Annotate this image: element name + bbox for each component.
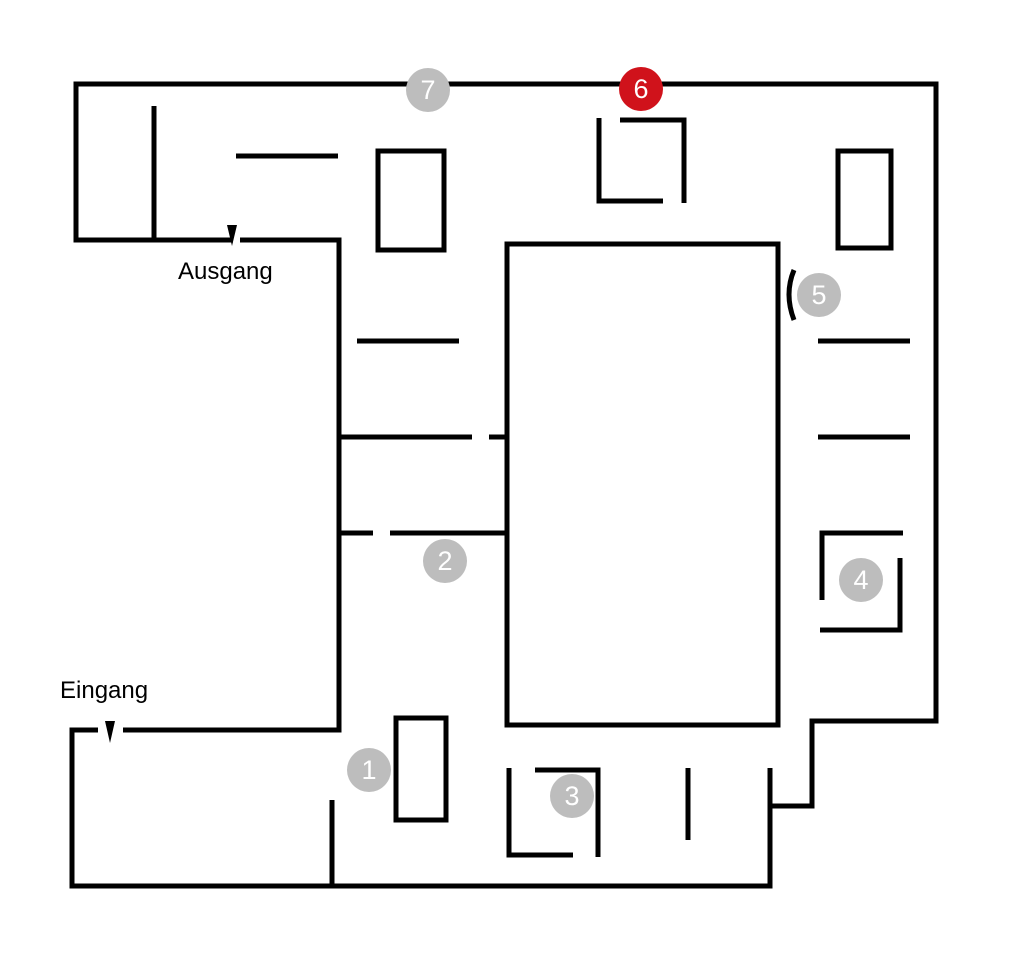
alcove-top [596, 118, 663, 204]
door-arrows [105, 225, 237, 743]
station-markers: 1 2 3 4 5 6 7 [347, 67, 883, 818]
alcove-station-3-b [535, 767, 601, 857]
station-marker-2[interactable]: 2 [423, 539, 467, 583]
alcove-station-4-b [820, 558, 903, 633]
station-marker-4[interactable]: 4 [839, 558, 883, 602]
curved-wall-station-5 [786, 269, 797, 321]
station-marker-circle [550, 774, 594, 818]
station-marker-7[interactable]: 7 [406, 68, 450, 112]
outer-wall-south [69, 727, 773, 889]
station-marker-number: 2 [437, 546, 452, 576]
station-marker-number: 6 [633, 74, 648, 104]
outer-walls [69, 81, 939, 889]
station-marker-6[interactable]: 6 [619, 67, 663, 111]
alcove-station-4-a [819, 530, 903, 600]
station-marker-number: 7 [420, 75, 435, 105]
station-marker-5[interactable]: 5 [797, 273, 841, 317]
entrance-arrow-icon [105, 721, 115, 743]
station-marker-3[interactable]: 3 [550, 774, 594, 818]
display-case-top-right [835, 148, 894, 251]
station-marker-number: 1 [361, 755, 376, 785]
station-marker-circle [406, 68, 450, 112]
outer-wall-north [73, 81, 939, 809]
station-marker-circle [347, 748, 391, 792]
exit-arrow-icon [227, 225, 237, 246]
entrance-label: Eingang [60, 677, 149, 704]
station-marker-circle [839, 558, 883, 602]
station-marker-circle [423, 539, 467, 583]
station-marker-1[interactable]: 1 [347, 748, 391, 792]
station-marker-number: 5 [811, 280, 826, 310]
alcove-top-b [620, 117, 687, 203]
interior-walls [151, 106, 910, 840]
exhibit-rooms [375, 117, 903, 858]
outer-wall-west-corridor [123, 237, 342, 733]
central-hall [504, 241, 781, 728]
display-case-top-left [375, 148, 447, 253]
alcove-station-3-a [506, 768, 573, 858]
exit-label: Ausgang [178, 258, 273, 285]
station-marker-number: 4 [853, 565, 868, 595]
station-marker-number: 3 [564, 781, 579, 811]
display-case-bottom [393, 715, 449, 823]
station-marker-circle [619, 67, 663, 111]
station-marker-circle [797, 273, 841, 317]
